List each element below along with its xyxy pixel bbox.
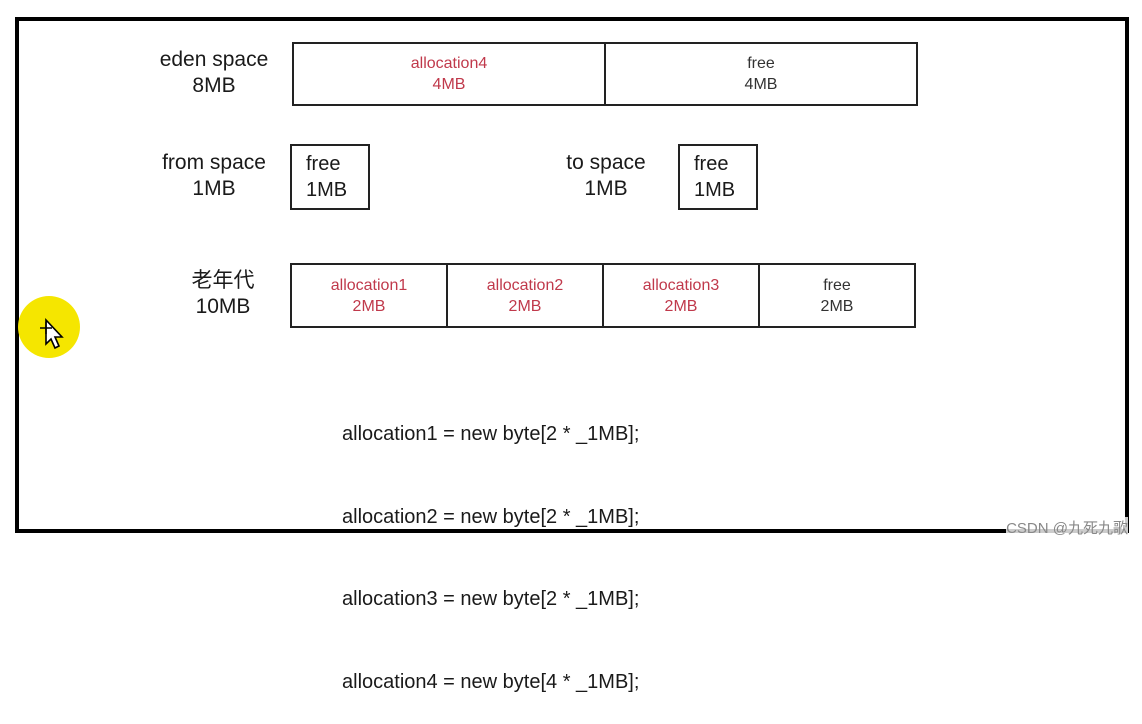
cell-name: allocation2 xyxy=(486,276,564,294)
to-space-size: 1MB xyxy=(584,177,628,200)
code-line: allocation1 = new byte[2 * _1MB]; xyxy=(342,423,640,445)
eden-cell-allocation4: allocation4 4MB xyxy=(294,44,606,104)
from-space-box: free 1MB xyxy=(290,144,370,210)
old-gen-box: allocation1 2MB allocation2 2MB allocati… xyxy=(290,263,916,328)
cell-name: allocation4 xyxy=(410,55,488,72)
eden-space-name: eden space xyxy=(159,48,269,71)
cell-size: 1MB xyxy=(306,179,348,201)
cell-size: 2MB xyxy=(820,297,854,315)
cell-name: allocation1 xyxy=(330,276,408,294)
move-cursor-icon xyxy=(40,317,64,350)
old-gen-label: 老年代 10MB xyxy=(168,268,278,320)
cell-size: 2MB xyxy=(352,297,386,315)
old-cell-allocation3: allocation3 2MB xyxy=(604,265,760,326)
cell-name: free xyxy=(694,153,729,175)
cell-size: 2MB xyxy=(664,297,698,315)
from-cell-free: free 1MB xyxy=(292,146,368,208)
cell-size: 4MB xyxy=(744,76,778,93)
eden-space-size: 8MB xyxy=(192,74,236,97)
cell-name: free xyxy=(747,55,775,72)
from-space-size: 1MB xyxy=(192,177,236,200)
to-space-box: free 1MB xyxy=(678,144,758,210)
cell-name: free xyxy=(306,153,341,175)
eden-space-label: eden space 8MB xyxy=(150,47,278,99)
cell-name: allocation3 xyxy=(642,276,720,294)
cell-size: 4MB xyxy=(432,76,466,93)
watermark: CSDN @九死九歌 xyxy=(1006,517,1128,538)
old-cell-free: free 2MB xyxy=(760,265,914,326)
eden-space-box: allocation4 4MB free 4MB xyxy=(292,42,918,106)
code-block: allocation1 = new byte[2 * _1MB]; alloca… xyxy=(342,366,639,724)
old-gen-size: 10MB xyxy=(195,295,251,318)
to-cell-free: free 1MB xyxy=(680,146,756,208)
old-cell-allocation2: allocation2 2MB xyxy=(448,265,604,326)
cell-size: 1MB xyxy=(694,179,736,201)
from-space-name: from space xyxy=(162,151,266,174)
code-line: allocation3 = new byte[2 * _1MB]; xyxy=(342,588,640,610)
code-line: allocation2 = new byte[2 * _1MB]; xyxy=(342,505,640,528)
eden-cell-free: free 4MB xyxy=(606,44,916,104)
old-cell-allocation1: allocation1 2MB xyxy=(292,265,448,326)
to-space-label: to space 1MB xyxy=(548,150,664,202)
old-gen-name: 老年代 xyxy=(191,269,255,292)
cell-name: free xyxy=(823,276,851,294)
code-line: allocation4 = new byte[4 * _1MB]; xyxy=(342,670,640,693)
slide-frame xyxy=(15,17,1129,533)
to-space-name: to space xyxy=(566,151,646,174)
from-space-label: from space 1MB xyxy=(150,150,278,202)
cell-size: 2MB xyxy=(508,297,542,315)
